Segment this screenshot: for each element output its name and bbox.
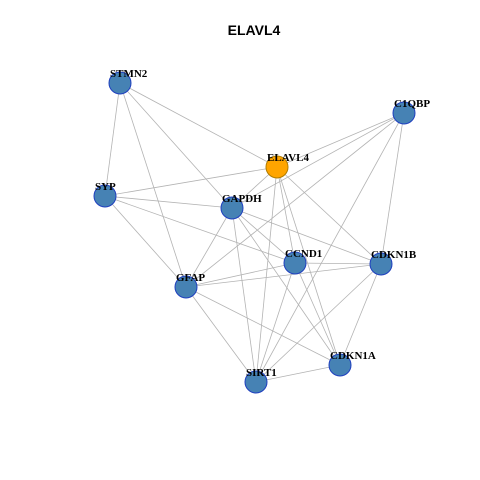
edge-layer xyxy=(104,82,405,383)
edge-stmn2-gfap xyxy=(119,82,187,288)
node-label-stmn2: STMN2 xyxy=(110,68,148,80)
node-label-cdkn1a: CDKN1A xyxy=(330,350,376,362)
node-layer xyxy=(93,71,416,394)
figure-title: ELAVL4 xyxy=(228,22,281,38)
edge-ccnd1-cdkn1b xyxy=(294,262,382,265)
node-label-cdkn1b: CDKN1B xyxy=(371,249,417,261)
edge-c1qbp-gfap xyxy=(185,112,405,288)
edge-elavl4-syp xyxy=(104,166,278,197)
node-cdkn1b[interactable] xyxy=(369,252,393,276)
edge-elavl4-ccnd1 xyxy=(276,166,296,264)
node-c1qbp[interactable] xyxy=(392,101,416,125)
node-label-gapdh: GAPDH xyxy=(222,193,262,205)
node-label-syp: SYP xyxy=(95,181,116,193)
edge-elavl4-sirt1 xyxy=(255,166,278,383)
node-elavl4[interactable] xyxy=(265,155,289,179)
edge-gapdh-cdkn1b xyxy=(231,207,382,265)
edge-gapdh-cdkn1a xyxy=(231,207,341,366)
edge-gapdh-sirt1 xyxy=(231,207,257,383)
edge-gapdh-gfap xyxy=(185,207,233,288)
edge-c1qbp-cdkn1b xyxy=(380,112,405,265)
node-label-ccnd1: CCND1 xyxy=(285,248,322,260)
edge-cdkn1a-sirt1 xyxy=(255,364,341,383)
node-cdkn1a[interactable] xyxy=(328,353,352,377)
node-label-c1qbp: C1QBP xyxy=(394,98,430,110)
edge-syp-gapdh xyxy=(104,195,233,209)
edge-stmn2-gapdh xyxy=(119,82,233,209)
node-gfap[interactable] xyxy=(174,275,198,299)
node-label-elavl4: ELAVL4 xyxy=(267,152,309,164)
node-label-sirt1: SIRT1 xyxy=(246,367,277,379)
edge-gapdh-ccnd1 xyxy=(231,207,296,264)
edge-elavl4-cdkn1a xyxy=(276,166,341,366)
edge-elavl4-cdkn1b xyxy=(276,166,382,265)
edge-c1qbp-sirt1 xyxy=(255,112,405,383)
edge-gfap-sirt1 xyxy=(185,286,257,383)
edge-cdkn1b-gfap xyxy=(185,263,382,288)
edge-stmn2-elavl4 xyxy=(119,82,278,168)
node-stmn2[interactable] xyxy=(108,71,132,95)
node-ccnd1[interactable] xyxy=(283,251,307,275)
edge-c1qbp-gapdh xyxy=(231,112,405,209)
edge-cdkn1b-sirt1 xyxy=(255,263,382,383)
edge-cdkn1b-cdkn1a xyxy=(339,263,382,366)
edge-gfap-cdkn1a xyxy=(185,286,341,366)
node-label-gfap: GFAP xyxy=(176,272,205,284)
edge-syp-gfap xyxy=(104,195,187,288)
node-sirt1[interactable] xyxy=(244,370,268,394)
edge-ccnd1-gfap xyxy=(185,262,296,288)
node-gapdh[interactable] xyxy=(220,196,244,220)
edge-syp-ccnd1 xyxy=(104,195,296,264)
node-syp[interactable] xyxy=(93,184,117,208)
edge-ccnd1-cdkn1a xyxy=(294,262,341,366)
edge-c1qbp-elavl4 xyxy=(276,112,405,168)
edge-stmn2-syp xyxy=(104,82,121,197)
edge-ccnd1-sirt1 xyxy=(255,262,296,383)
